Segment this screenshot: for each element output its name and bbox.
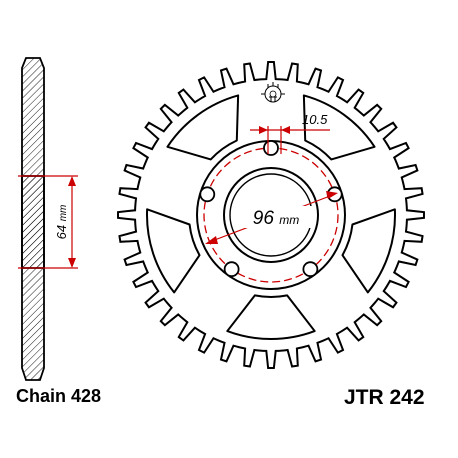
spoke-cutouts [146, 94, 396, 340]
side-profile-hub [21, 175, 45, 269]
bolt-spacing-dimension: 10.5 [250, 112, 330, 154]
bore-dimension-label: 96 mm [253, 208, 299, 229]
spoke-cutout [341, 208, 396, 294]
side-profile-view: 64 mm [18, 57, 78, 381]
bolt-hole [199, 186, 216, 203]
spoke-cutout [302, 94, 376, 161]
center-bore [223, 167, 319, 263]
spoke-cutout [146, 208, 201, 294]
chain-label: Chain 428 [16, 386, 102, 406]
bolt-hole [302, 261, 319, 278]
spoke-cutout [226, 294, 316, 340]
bolt-spacing-label: 10.5 [302, 112, 328, 127]
bolt-hole [263, 140, 279, 156]
bore-dimension: 96 mm [205, 191, 338, 244]
part-number-label: JTR 242 [344, 386, 425, 409]
side-dimension-label: 64 mm [54, 205, 69, 240]
jt-gear-logo-icon [261, 82, 285, 103]
spoke-cutout [166, 94, 240, 161]
bolt-hole [223, 261, 240, 278]
